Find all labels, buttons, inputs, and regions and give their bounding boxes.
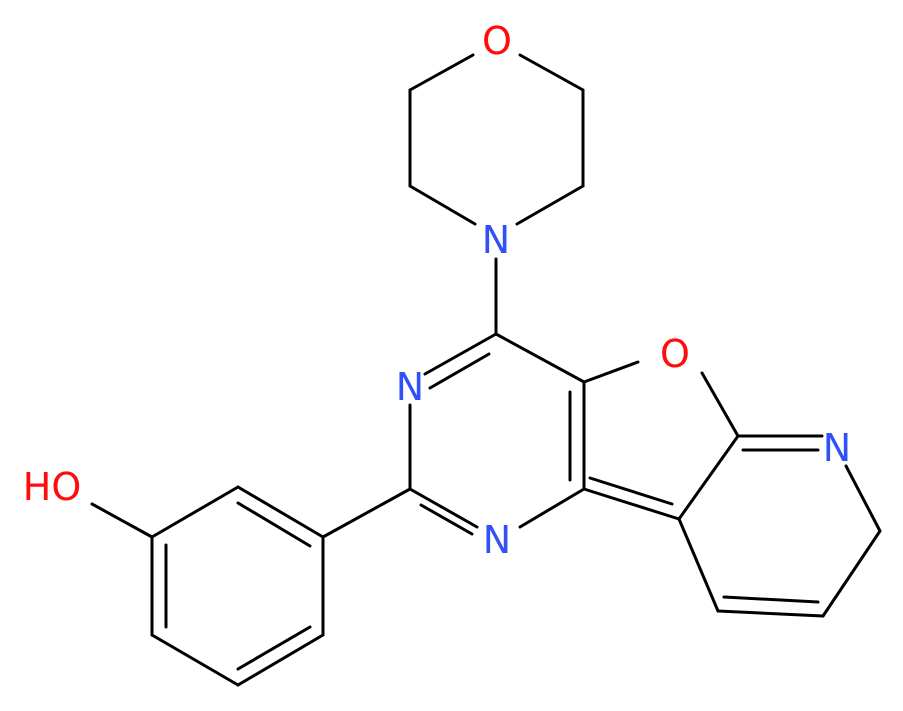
bond [408,184,477,226]
bond [588,476,674,506]
bond [408,487,479,529]
bond [844,464,882,533]
bond [582,360,640,384]
bond [408,53,475,92]
bond [716,609,825,618]
bond [677,517,720,613]
bond [236,485,325,539]
bond [321,487,412,539]
pyrimidine-n1-label: N [483,518,511,562]
bond [236,625,312,671]
bond [821,529,882,618]
hydroxyl-label: HO [23,465,81,509]
bond [428,352,491,390]
bond [518,487,586,529]
atom-labels: O N N N O N HO [23,19,851,562]
bond [677,434,740,521]
bond [236,633,325,687]
pyrimidine-n3-label: N [396,365,424,409]
bond [419,503,474,536]
morpholine-oxygen-label: O [482,19,512,63]
bond [722,595,820,604]
bonds [90,53,882,687]
bond [90,502,154,539]
bond [518,53,585,92]
pyridine-nitrogen-label: N [823,426,851,470]
bond [236,501,312,548]
bond [515,184,585,226]
bond [494,332,586,384]
bond [700,371,740,438]
furan-oxygen-label: O [660,332,690,376]
morpholine-nitrogen-label: N [482,218,510,262]
bond [423,332,498,376]
bond [582,487,681,521]
bond [150,485,240,539]
bond [150,633,240,687]
